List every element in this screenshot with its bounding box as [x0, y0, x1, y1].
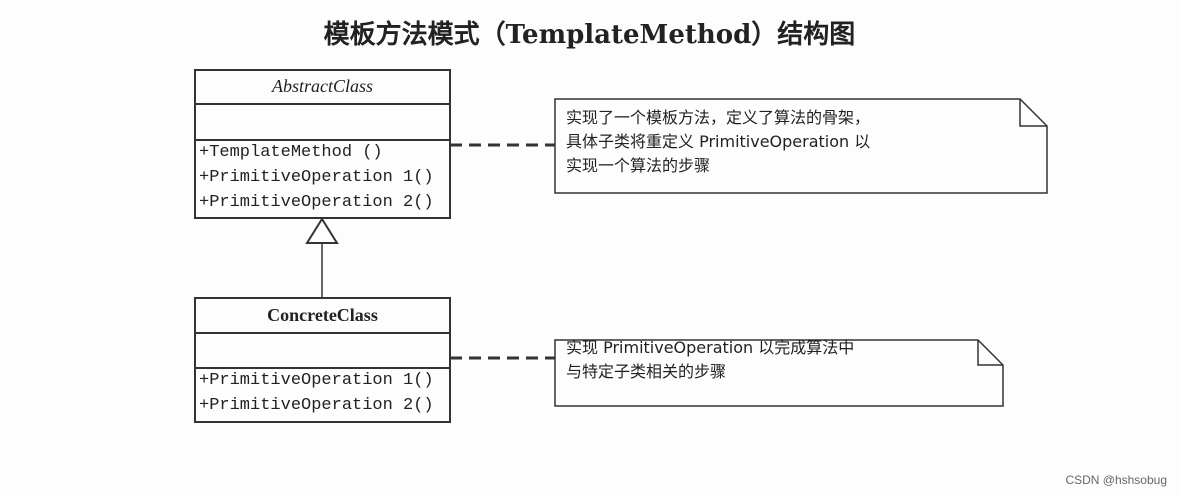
abstract-method: +TemplateMethod () [199, 143, 383, 162]
note-2-text: 实现 PrimitiveOperation 以完成算法中 与特定子类相关的步骤 [566, 336, 854, 384]
inheritance-triangle [305, 217, 339, 244]
abstract-method: +PrimitiveOperation 2() [199, 193, 434, 212]
note-line: 实现了一个模板方法，定义了算法的骨架， [566, 108, 871, 127]
note-line: 实现 PrimitiveOperation 以完成算法中 [566, 338, 855, 357]
note-line: 实现一个算法的步骤 [566, 156, 711, 175]
note-1-text: 实现了一个模板方法，定义了算法的骨架， 具体子类将重定义 PrimitiveOp… [566, 106, 870, 178]
watermark: CSDN @hshsobug [1065, 473, 1167, 487]
note-line: 具体子类将重定义 PrimitiveOperation 以 [566, 132, 871, 151]
note-1-box [554, 98, 1048, 194]
note-2-box [554, 339, 1004, 407]
note-line: 与特定子类相关的步骤 [566, 362, 727, 381]
concrete-class-name: ConcreteClass [267, 305, 378, 325]
concrete-class-box [194, 297, 451, 423]
concrete-method: +PrimitiveOperation 2() [199, 396, 434, 415]
abstract-method: +PrimitiveOperation 1() [199, 168, 434, 187]
concrete-method: +PrimitiveOperation 1() [199, 371, 434, 390]
abstract-class-name: AbstractClass [271, 76, 373, 96]
diagram-title: 模板方法模式（TemplateMethod）结构图 [323, 20, 856, 50]
